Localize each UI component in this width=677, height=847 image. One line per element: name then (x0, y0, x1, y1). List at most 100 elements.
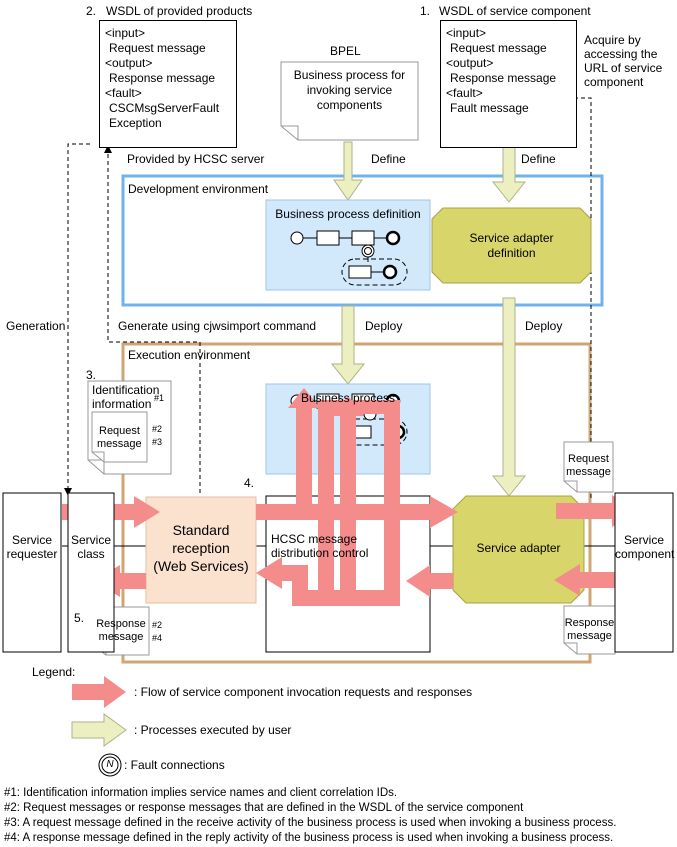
flow-loop-request-to-bp (296, 403, 312, 512)
wsdl-products-title: WSDL of provided products (106, 4, 253, 18)
service-requester-box (2, 492, 62, 653)
id-doc-sup3: #3 (152, 437, 163, 447)
sa-definition-label: Service adapter (469, 231, 554, 245)
id-doc-number: 3. (86, 368, 97, 382)
provided-by-label: Provided by HCSC server (127, 152, 265, 166)
wsdl-component-line: <output> (446, 56, 494, 70)
hcsc-control-label: HCSC message (271, 532, 358, 546)
acquire-note-line: accessing the (584, 47, 658, 61)
resp-doc-inner: Response (96, 618, 146, 630)
generation-dashed-connector (67, 143, 90, 493)
resp-doc-number: 5. (74, 611, 85, 625)
legend-process-text: : Processes executed by user (134, 723, 292, 737)
standard-reception-box (145, 496, 257, 604)
sa-definition-shape (431, 207, 592, 284)
bpel-document-shape (280, 61, 419, 141)
define-left-label: Define (371, 152, 406, 166)
legend-title: Legend: (32, 665, 76, 679)
flow-arrow-component-to-adapter (554, 564, 615, 596)
generate-cmd-label: Generate using cjwsimport command (118, 319, 317, 333)
footnote: #1: Identification information implies s… (4, 787, 398, 799)
hcsc-control-label: distribution control (271, 546, 369, 560)
identification-inner-doc-shape (91, 411, 148, 463)
deploy-right-label: Deploy (525, 319, 563, 333)
acquire-dashed-connector (531, 97, 592, 498)
wsdl-products-line: <input> (105, 26, 146, 40)
response-msg-right: message (567, 630, 612, 642)
flow-loop-arrowhead-1 (288, 388, 320, 408)
standard-reception-label: Standard (172, 522, 230, 538)
dev-env-title: Development environment (128, 182, 269, 196)
wsdl-products-line: <output> (105, 56, 153, 70)
standard-reception-label: reception (172, 540, 230, 556)
service-requester-label: Service (11, 533, 52, 547)
cjwsimport-dashed-connector (107, 150, 201, 493)
service-class-box (67, 492, 115, 653)
wsdl-component-line: <input> (446, 26, 487, 40)
development-environment-frame (121, 174, 604, 307)
step4-label: 4. (244, 476, 255, 490)
flow-loop-return-path (292, 400, 400, 606)
wsdl-component-line: Request message (450, 41, 547, 55)
request-msg-right: message (566, 466, 611, 478)
footnote: #3: A request message defined in the rec… (4, 817, 617, 829)
service-adapter-label: Service adapter (476, 541, 561, 555)
acquire-note-line: Acquire by (584, 33, 641, 47)
wsdl-component-line: <fault> (446, 86, 483, 100)
footnote: #4: A response message defined in the re… (4, 832, 614, 844)
id-doc-sup1: #1 (154, 393, 165, 403)
legend-fault-symbol: N (106, 759, 114, 770)
legend-flow-text: : Flow of service component invocation r… (134, 685, 473, 699)
flow-arrow-adapter-to-hcsc (406, 565, 453, 597)
define-arrow-right (491, 143, 527, 203)
wsdl-products-line: CSCMsgServerFault (109, 101, 220, 115)
service-class-label: class (77, 547, 105, 561)
bp-definition-label: Business process definition (275, 207, 421, 221)
acquire-note-line: component (584, 75, 644, 89)
deploy-left-label: Deploy (365, 319, 403, 333)
wsdl-products-line: <fault> (105, 86, 142, 100)
acquire-note-line: URL of service (584, 61, 663, 75)
wsdl-products-box: <input> Request message <output> Respons… (99, 20, 237, 148)
service-component-label: Service (623, 533, 664, 547)
flow-arrow-hcsc-to-reception (256, 557, 292, 589)
response-doc-right-shape (563, 605, 616, 655)
business-process-label: Business process (300, 391, 396, 405)
id-doc-sup2: #2 (152, 424, 163, 434)
service-class-label: Service (70, 533, 111, 547)
resp-doc-sup4: #4 (152, 633, 163, 643)
legend-fault-text: : Fault connections (124, 758, 225, 772)
deploy-arrow-left (330, 305, 366, 385)
id-doc-inner: message (97, 438, 142, 450)
service-adapter-shape (452, 495, 585, 604)
bp-definition-box (265, 199, 431, 291)
sa-definition-label: definition (487, 246, 536, 260)
request-msg-right: Request (568, 453, 609, 465)
bpel-label: BPEL (330, 44, 361, 58)
define-right-label: Define (521, 152, 556, 166)
footnote: #2: Request messages or response message… (4, 802, 524, 814)
id-doc-title: Identification (92, 383, 160, 397)
flow-loop-bp-inner (340, 412, 356, 590)
deploy-arrow-right (491, 297, 527, 497)
id-doc-title: information (92, 397, 152, 411)
wsdl-products-number: 2. (86, 4, 97, 18)
wsdl-products-line: Exception (109, 116, 162, 130)
wsdl-component-box: <input> Request message <output> Respons… (440, 20, 577, 148)
service-requester-label: requester (6, 547, 58, 561)
flow-loop-bp-to-adapter (318, 400, 334, 590)
wsdl-component-title: WSDL of service component (439, 4, 591, 18)
cjwsimport-arrowhead (104, 145, 112, 153)
wsdl-products-line: Request message (109, 41, 206, 55)
bpel-doc-line: Business process for (293, 68, 406, 82)
generation-arrowhead (64, 488, 72, 496)
wsdl-products-line: Response message (109, 71, 216, 85)
resp-doc-inner: message (98, 631, 144, 643)
legend-user-arrow (71, 713, 127, 747)
bpel-doc-line: components (316, 98, 383, 112)
legend-fault-inner (101, 756, 119, 774)
flow-loop-top-bar (318, 400, 400, 414)
id-doc-inner: Request (99, 425, 140, 437)
bp-definition-flow-graphic (290, 230, 408, 286)
